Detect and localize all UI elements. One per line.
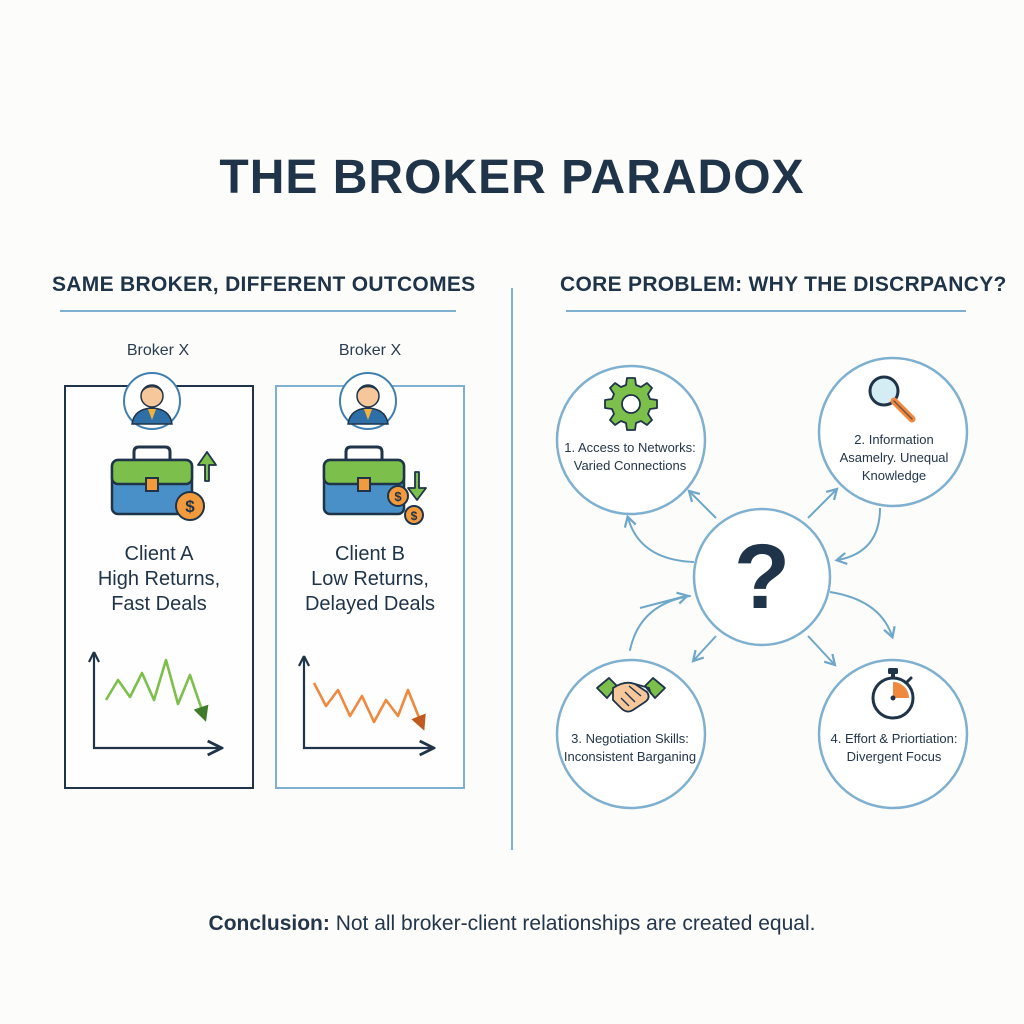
client-a-trend-chart — [88, 651, 220, 748]
client-a-deals: Fast Deals — [111, 593, 207, 615]
client-b-trend-line — [312, 682, 426, 731]
right-heading-rule — [566, 310, 966, 312]
client-b-summary: Client B Low Returns, Delayed Deals — [275, 542, 465, 617]
conclusion-body: Not all broker-client relationships are … — [335, 912, 816, 935]
client-a-trend-line — [104, 658, 209, 722]
client-b-returns: Low Returns, — [311, 568, 429, 590]
client-b-trend-chart — [298, 655, 432, 748]
svg-text:$: $ — [411, 509, 418, 523]
factor-3-detail: Inconsistent Barganing — [563, 749, 697, 764]
conclusion-label: Conclusion: — [208, 912, 330, 935]
client-b-deals: Delayed Deals — [304, 593, 436, 615]
factor-3-title: 3. Negotiation Skills: — [571, 731, 689, 746]
svg-text:$: $ — [394, 489, 402, 504]
center-question-mark: ? — [733, 526, 791, 628]
gear-icon — [604, 377, 658, 431]
factor-label-negotiation: 3. Negotiation Skills: Inconsistent Barg… — [550, 730, 710, 766]
client-a-card — [64, 385, 254, 789]
factor-2-title: 2. Information — [854, 432, 934, 447]
stopwatch-icon — [871, 668, 915, 720]
magnifier-icon — [868, 375, 916, 423]
factor-4-title: 4. Effort & Priortiation: — [830, 731, 958, 746]
client-a-returns: High Returns, — [97, 568, 221, 590]
broker-label-b: Broker X — [338, 342, 402, 359]
factor-2-detail-1: Asamelry. Unequal — [839, 450, 949, 465]
factor-circle-effort — [817, 658, 969, 810]
factor-circle-information — [817, 356, 969, 508]
handshake-icon — [596, 677, 666, 713]
center-question-circle — [692, 507, 832, 647]
svg-text:$: $ — [185, 497, 195, 516]
right-section-heading: CORE PROBLEM: WHY THE DISCRPANCY? — [560, 273, 1007, 296]
client-a-summary: Client A High Returns, Fast Deals — [64, 542, 254, 617]
left-heading-rule — [60, 310, 456, 312]
factor-4-detail: Divergent Focus — [846, 749, 942, 764]
broker-avatar-a — [123, 372, 181, 430]
connector-arrows — [623, 487, 896, 667]
broker-avatar-b — [339, 372, 397, 430]
factor-circle-networks — [555, 364, 707, 516]
conclusion-text: Conclusion: Not all broker-client relati… — [0, 912, 1024, 936]
factor-label-information: 2. Information Asamelry. Unequal Knowled… — [814, 431, 974, 485]
page-title: THE BROKER PARADOX — [219, 151, 805, 204]
factor-1-detail: Varied Connections — [573, 458, 687, 473]
client-b-card — [275, 385, 465, 789]
client-b-name: Client B — [334, 543, 406, 565]
section-divider — [511, 288, 513, 850]
factor-1-title: 1. Access to Networks: — [564, 440, 696, 455]
factor-circle-negotiation — [555, 658, 707, 810]
broker-label-a: Broker X — [126, 342, 190, 359]
briefcase-up-icon: $ — [110, 445, 217, 521]
briefcase-down-icon: $ $ — [322, 445, 427, 525]
factor-label-networks: 1. Access to Networks: Varied Connection… — [550, 439, 710, 475]
left-section-heading: SAME BROKER, DIFFERENT OUTCOMES — [52, 273, 476, 296]
factor-label-effort: 4. Effort & Priortiation: Divergent Focu… — [814, 730, 974, 766]
client-a-name: Client A — [124, 543, 194, 565]
factor-2-detail-2: Knowledge — [861, 468, 927, 483]
